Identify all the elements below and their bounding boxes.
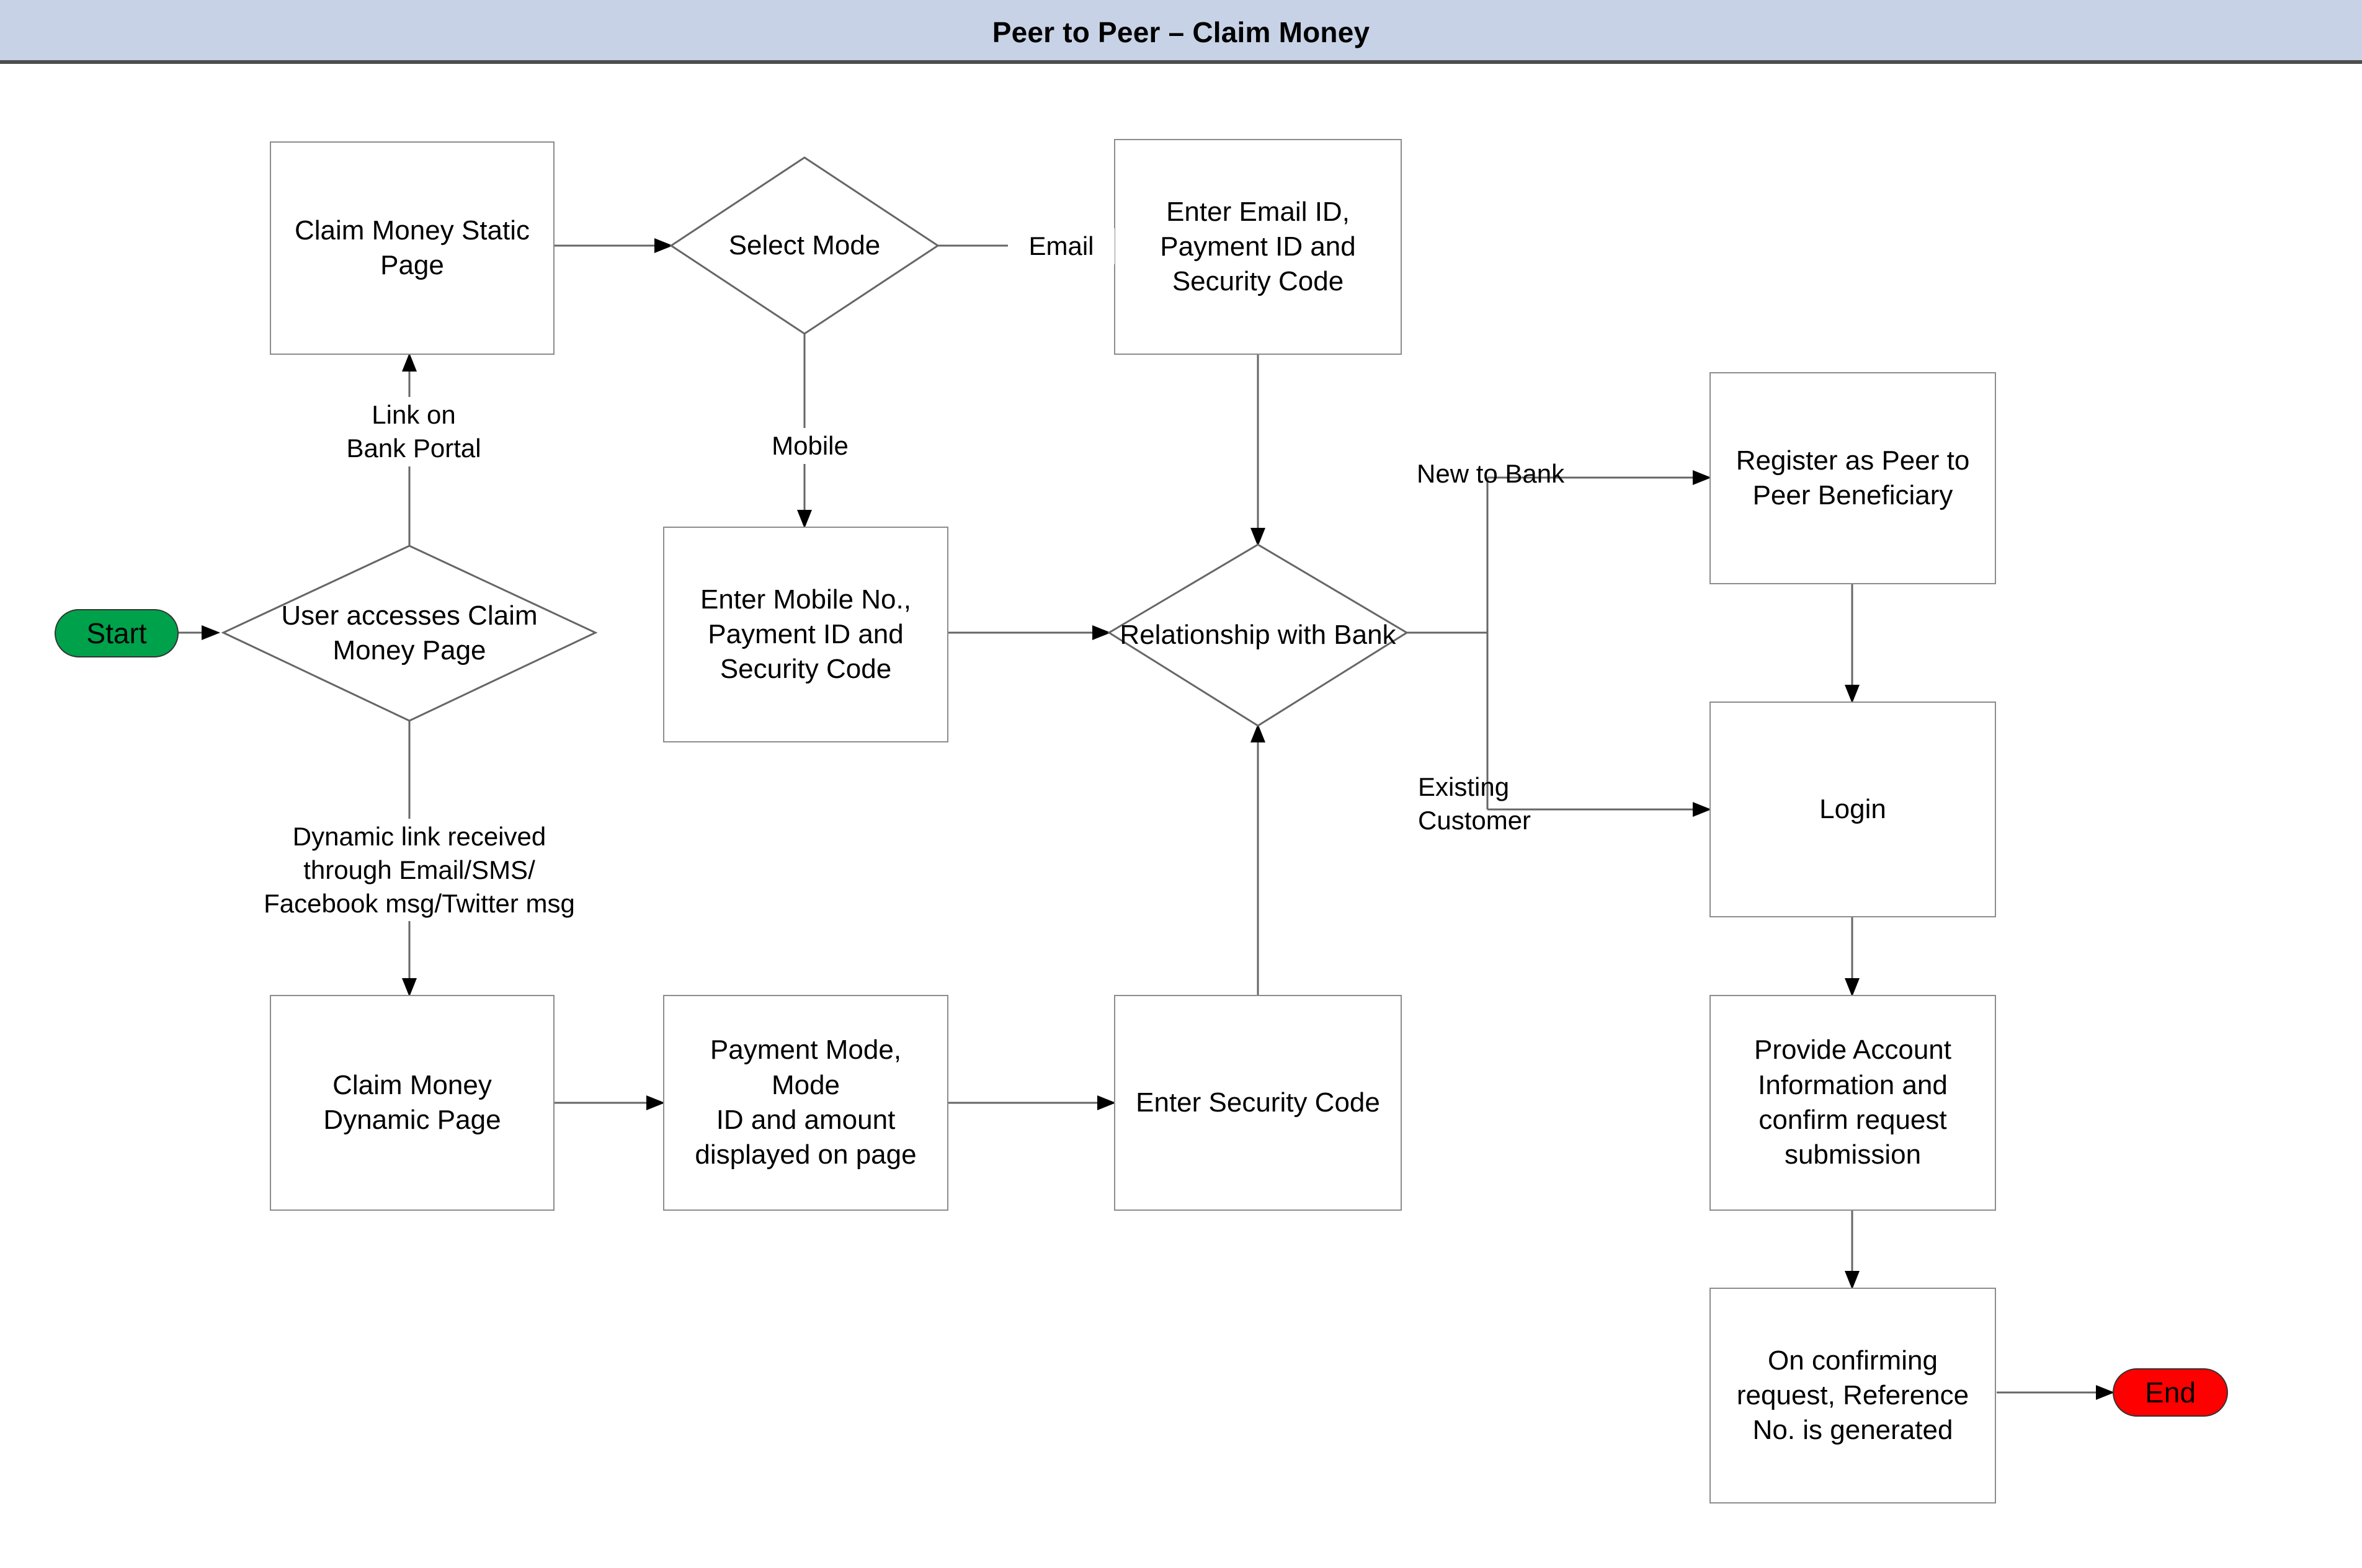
edge-label-email: Email bbox=[1008, 228, 1115, 264]
process-register-beneficiary[interactable]: Register as Peer to Peer Beneficiary bbox=[1709, 372, 1996, 584]
decision-select-mode[interactable]: Select Mode bbox=[671, 158, 938, 334]
process-enter-email-id[interactable]: Enter Email ID, Payment ID and Security … bbox=[1114, 139, 1402, 355]
decision-relationship-with-bank[interactable]: Relationship with Bank bbox=[1109, 545, 1407, 726]
edge-label-link-on-bank-portal: Link on Bank Portal bbox=[295, 397, 532, 466]
start-label: Start bbox=[86, 617, 147, 649]
process-enter-security-code[interactable]: Enter Security Code bbox=[1114, 995, 1402, 1211]
edge-label-existing-customer: Existing Customer bbox=[1414, 769, 1531, 839]
process-claim-money-static-page[interactable]: Claim Money Static Page bbox=[270, 141, 555, 355]
decision-user-accesses[interactable]: User accesses Claim Money Page bbox=[223, 546, 595, 721]
process-enter-mobile-no[interactable]: Enter Mobile No., Payment ID and Securit… bbox=[663, 527, 948, 742]
edge-label-new-to-bank: New to Bank bbox=[1413, 456, 1564, 492]
end-terminator[interactable]: End bbox=[2113, 1368, 2228, 1417]
title-bar: Peer to Peer – Claim Money bbox=[0, 0, 2362, 64]
process-claim-money-dynamic-page[interactable]: Claim Money Dynamic Page bbox=[270, 995, 555, 1211]
edge-label-mobile: Mobile bbox=[744, 428, 876, 464]
start-terminator[interactable]: Start bbox=[55, 609, 179, 657]
decision-user-accesses-label: User accesses Claim Money Page bbox=[281, 600, 538, 666]
process-payment-mode[interactable]: Payment Mode, Mode ID and amount display… bbox=[663, 995, 948, 1211]
process-provide-account-info[interactable]: Provide Account Information and confirm … bbox=[1709, 995, 1996, 1211]
edge-label-dynamic-link-received: Dynamic link received through Email/SMS/… bbox=[236, 819, 603, 922]
process-login[interactable]: Login bbox=[1709, 702, 1996, 917]
end-label: End bbox=[2145, 1376, 2196, 1409]
process-reference-generated[interactable]: On confirming request, Reference No. is … bbox=[1709, 1288, 1996, 1503]
page-title: Peer to Peer – Claim Money bbox=[992, 16, 1370, 48]
decision-select-mode-label: Select Mode bbox=[728, 229, 881, 261]
decision-relationship-with-bank-label: Relationship with Bank bbox=[1120, 619, 1396, 650]
